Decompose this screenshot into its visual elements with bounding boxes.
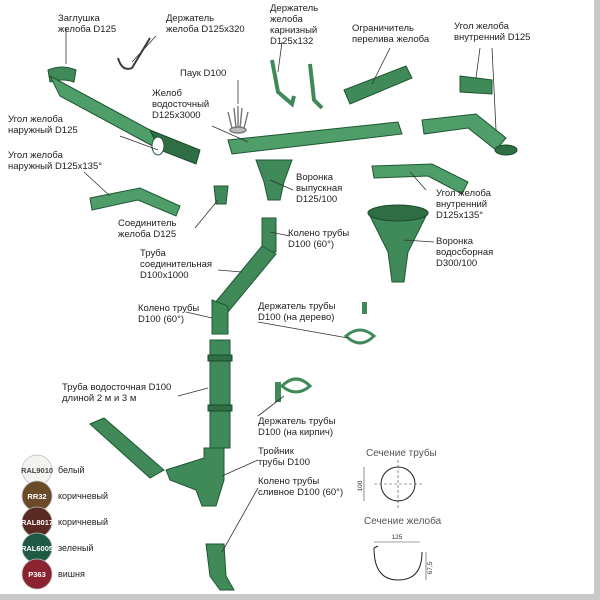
branch-pipe-part <box>89 417 165 479</box>
swatch-name: белый <box>58 465 85 475</box>
swatch-code: P363 <box>28 570 46 579</box>
swatch-code: RR32 <box>27 492 46 501</box>
pipe-elbow-top-part <box>261 217 277 253</box>
collecting-funnel-rim <box>367 204 429 222</box>
outer-gutter-part <box>48 74 162 152</box>
gutter-section-drawing <box>373 541 427 581</box>
pipe-section-title: Сечение трубы <box>366 447 437 459</box>
pipe-holder-brick-part <box>279 377 313 394</box>
gutter-section-width: 125 <box>392 534 403 541</box>
gutter-section-title: Сечение желоба <box>364 515 442 527</box>
pipe-holder-brick-pin <box>275 382 281 402</box>
inner-corner-part <box>459 75 493 95</box>
swatch-code: RAL6005 <box>21 544 53 553</box>
pipe-section-dim: 100 <box>357 480 364 491</box>
swatch-name: вишня <box>58 569 85 579</box>
leader-lines <box>65 28 497 553</box>
overflow-limiter-part <box>343 65 413 105</box>
swatch-name: зеленый <box>58 543 93 553</box>
pipe-holder-wood-part <box>343 328 377 345</box>
inner-corner-right-part <box>421 113 507 151</box>
swatch-code: RAL8017 <box>21 518 53 527</box>
pipe-holder-wood-pin <box>362 302 367 314</box>
eaves-holder-part-2 <box>308 63 324 110</box>
pipe-band-2 <box>207 404 233 412</box>
outer-corner-135-part <box>89 187 181 217</box>
pipe-elbow-mid-part <box>211 299 229 335</box>
swatch-code: RAL9010 <box>21 466 53 475</box>
swatch-name: коричневый <box>58 491 108 501</box>
outlet-funnel-part <box>255 159 293 201</box>
connector-part <box>213 185 229 205</box>
swatch-name: коричневый <box>58 517 108 527</box>
tee-part <box>165 447 225 507</box>
pipe-band-1 <box>207 354 233 362</box>
gutter-section-depth: 67,5 <box>427 561 434 574</box>
label-spider: Паук D100 <box>180 68 226 79</box>
downpipe-part <box>209 339 231 449</box>
eaves-holder-part <box>270 59 296 108</box>
inner-corner-135-part <box>371 163 469 195</box>
inner-corner-right-end <box>494 144 518 156</box>
swatch-p363 <box>21 558 53 590</box>
drain-elbow-part <box>205 543 235 591</box>
main-gutter-part <box>227 121 403 155</box>
outer-corner-opening <box>151 136 165 156</box>
spider-part <box>227 106 249 134</box>
gutter-holder-part <box>117 37 151 70</box>
pipe-section-drawing <box>363 460 422 508</box>
